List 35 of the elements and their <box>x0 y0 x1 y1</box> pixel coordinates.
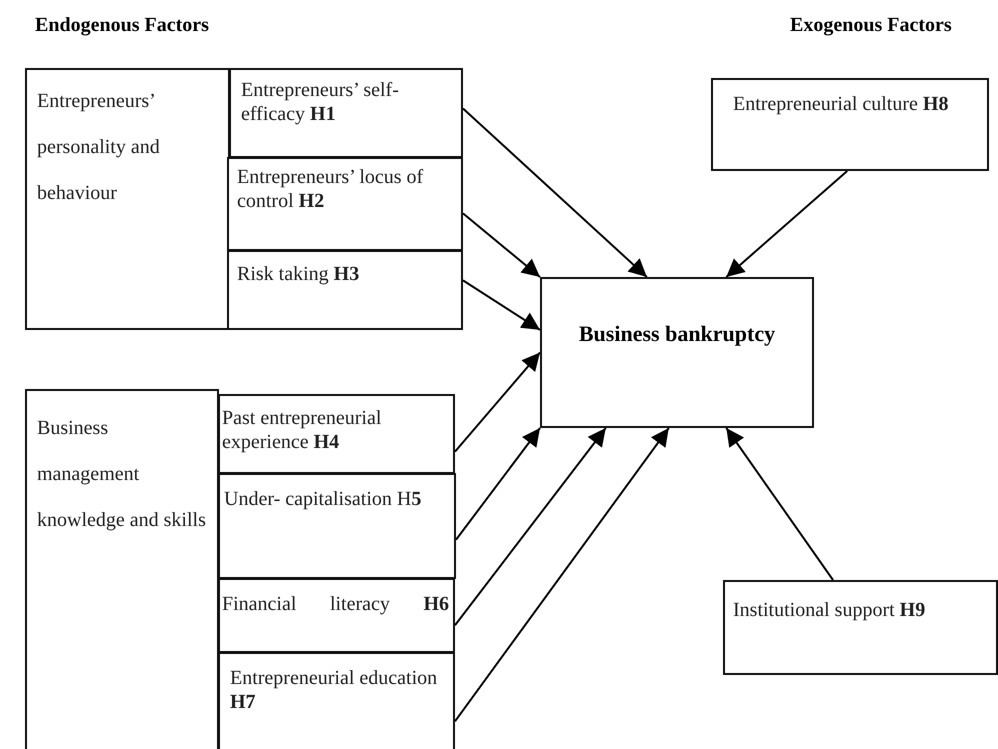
arrow <box>454 427 670 722</box>
factor-box <box>218 394 455 474</box>
node-text: Entrepreneurs’ personality and behaviour <box>37 89 161 206</box>
node-text: Past entrepreneurial experience H4 <box>222 406 382 454</box>
node-text: Risk taking H3 <box>237 262 360 286</box>
node-text: Financial literacy H6 <box>222 592 449 616</box>
arrow <box>455 427 541 540</box>
factor-box <box>218 578 455 653</box>
factor-box <box>723 580 998 675</box>
arrow <box>726 427 834 581</box>
factor-box <box>229 68 463 158</box>
node-text: Entrepreneurial culture H8 <box>733 92 950 116</box>
node-text: Business bankruptcy <box>578 321 776 348</box>
section-heading: Exogenous Factors <box>790 14 952 37</box>
node-text: Entrepreneurs’ locus of control H2 <box>237 165 424 213</box>
factor-box <box>218 473 456 579</box>
node-text: Under- capitalisation H5 <box>224 487 422 511</box>
arrow <box>454 427 607 626</box>
outcome-box <box>540 277 814 428</box>
node-text: Business management knowledge and skills <box>37 416 207 533</box>
section-heading: Endogenous Factors <box>35 14 209 37</box>
node-text: Entrepreneurs’ self-efficacy H1 <box>241 78 400 126</box>
arrow <box>462 108 648 278</box>
factor-box <box>227 250 463 330</box>
group-box <box>25 68 230 330</box>
factor-box <box>711 78 989 171</box>
factor-box <box>227 157 463 251</box>
arrow <box>462 280 541 331</box>
node-text: Entrepreneurial education H7 <box>230 666 438 714</box>
arrow <box>726 170 848 278</box>
factor-box <box>218 652 455 749</box>
node-text: Institutional support H9 <box>733 598 926 622</box>
group-box <box>25 389 219 749</box>
arrow <box>454 352 541 452</box>
arrow <box>462 212 541 278</box>
